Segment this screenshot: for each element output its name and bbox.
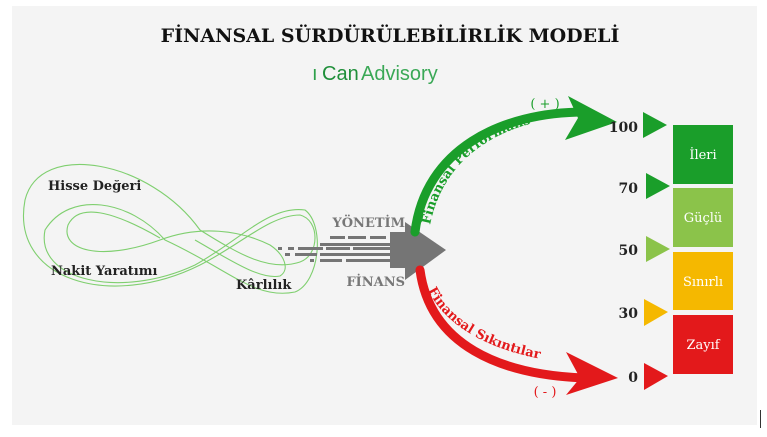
level-limited-label: Sınırlı <box>683 275 723 290</box>
level-limited <box>673 252 733 310</box>
pointer-100-icon <box>643 112 667 138</box>
level-advanced <box>673 125 733 184</box>
loop-label-share-value: Hisse Değeri <box>48 179 141 194</box>
negative-sign: ( - ) <box>534 385 557 400</box>
loop-label-profitability: Kârlılık <box>236 278 292 293</box>
finance-label: FİNANS <box>346 274 405 290</box>
pointer-30-icon <box>644 299 668 326</box>
tick-100: 100 <box>609 120 638 136</box>
logo-brand: Can <box>322 63 359 85</box>
management-finance-arrow <box>278 222 446 280</box>
positive-arc-arrow <box>410 96 617 237</box>
tick-30: 30 <box>619 306 639 322</box>
level-weak-label: Zayıf <box>686 338 720 353</box>
logo-suffix: Advisory <box>361 63 438 85</box>
divider <box>760 410 761 428</box>
tick-50: 50 <box>619 243 639 259</box>
level-advanced-label: İleri <box>689 146 716 163</box>
tick-0: 0 <box>628 370 638 386</box>
tick-70: 70 <box>619 181 639 197</box>
positive-sign: ( + ) <box>530 97 559 112</box>
negative-arc-arrow <box>415 265 618 395</box>
pointer-50-icon <box>646 236 670 262</box>
pointer-0-icon <box>644 363 668 390</box>
page-title: FİNANSAL SÜRDÜRÜLEBİLİRLİK MODELİ <box>161 24 620 47</box>
pointer-70-icon <box>646 173 670 199</box>
level-weak <box>673 315 733 374</box>
infinity-loops <box>22 163 318 294</box>
level-strong <box>673 188 733 247</box>
diagram-background <box>12 6 757 425</box>
logo: ı Can Advisory <box>312 63 438 85</box>
loop-label-cash-generation: Nakit Yaratımı <box>51 264 157 279</box>
management-label: YÖNETİM <box>331 214 405 231</box>
logo-mark: ı <box>312 63 318 85</box>
level-strong-label: Güçlü <box>684 211 723 226</box>
